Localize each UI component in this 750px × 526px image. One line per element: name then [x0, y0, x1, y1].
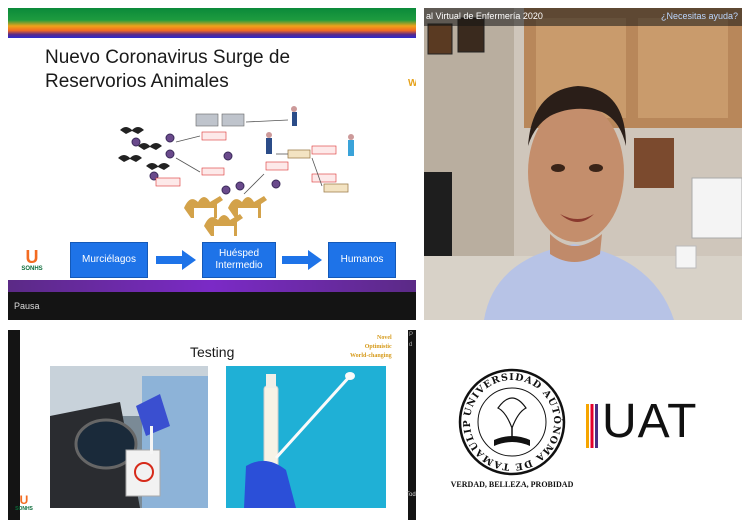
uat-stripes-icon — [586, 404, 598, 448]
flow-box-huesped-intermedio: Huésped Intermedio — [202, 242, 276, 278]
flow-arrow-right-icon — [282, 250, 322, 270]
speaker-video-feed: al Virtual de Enfermería 2020 ¿Necesitas… — [424, 8, 742, 320]
cropped-edge-text: d — [409, 342, 413, 348]
university-motto: VERDAD, BELLEZA, PROBIDAD — [450, 480, 574, 489]
cropped-edge-text: Tod — [406, 492, 416, 498]
slide-title: Nuevo Coronavirus Surge de Reservorios A… — [45, 47, 291, 92]
hospital-beds — [287, 149, 349, 193]
help-link[interactable]: ¿Necesitas ayuda? — [660, 11, 738, 21]
video-title-bar: al Virtual de Enfermería 2020 ¿Necesitas… — [424, 8, 742, 26]
slide-header-bar — [8, 8, 416, 38]
slide-canvas: Testing Novel Optimistic World-changing — [20, 330, 408, 520]
presentation-slide-testing: Testing Novel Optimistic World-changing — [8, 330, 416, 520]
virus-particles — [131, 133, 281, 195]
slide-title: Testing — [190, 344, 235, 360]
pause-status-label: Pausa — [14, 301, 40, 311]
cropped-edge-text: P — [409, 332, 414, 338]
player-status-bar[interactable]: Pausa — [8, 292, 416, 320]
university-logo-panel: UNIVERSIDAD AUTÓNOMA DE TAMAULIPAS VERDA… — [424, 330, 742, 520]
flow-arrow-right-icon — [156, 250, 196, 270]
tagline: Novel Optimistic World-changing — [350, 335, 392, 359]
meeting-title: al Virtual de Enfermería 2020 — [426, 11, 543, 21]
bats-illustration — [118, 127, 170, 170]
people-illustration — [266, 106, 354, 156]
photo-test-swab-vial — [226, 366, 386, 508]
brand-logo: U SONHS — [15, 493, 33, 512]
diagram-arrows — [175, 119, 323, 195]
flow-box-humanos: Humanos — [328, 242, 396, 278]
flow-box-murcielagos: Murciélagos — [70, 242, 148, 278]
university-seal-icon: UNIVERSIDAD AUTÓNOMA DE TAMAULIPAS — [458, 368, 566, 476]
annotation-labels — [155, 131, 337, 187]
presentation-slide-main: Nuevo Coronavirus Surge de Reservorios A… — [8, 8, 416, 320]
lab-equipment — [195, 113, 245, 127]
photo-drive-through-swab — [50, 366, 208, 508]
slide-footer-stripe — [8, 280, 416, 292]
university-acronym: UAT — [602, 395, 698, 448]
transmission-diagram — [118, 106, 354, 236]
corner-logo: W — [408, 78, 416, 89]
speaker-video-frame — [424, 8, 742, 320]
brand-logo: U SONHS — [21, 247, 43, 272]
camels-illustration — [184, 196, 267, 236]
